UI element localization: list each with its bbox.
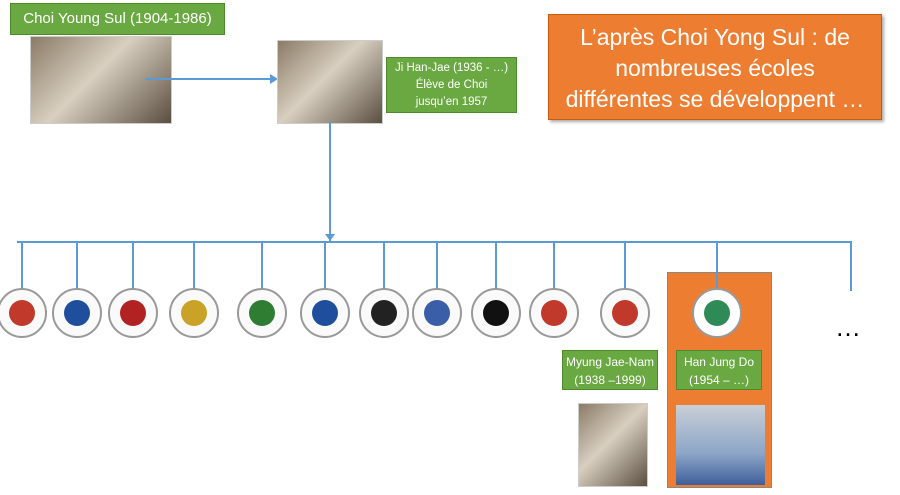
school-logo-icon (52, 288, 102, 338)
ellipsis: … (835, 312, 861, 342)
school-label-han: Han Jung Do (1954 – …) (676, 350, 762, 390)
school-logo-icon (600, 288, 650, 338)
school-logo-icon (169, 288, 219, 338)
trunk-arrow-icon (325, 234, 335, 241)
branch-line (17, 241, 851, 243)
branch-connector (21, 241, 23, 289)
student-name: Ji Han-Jae (1936 - …) (394, 62, 509, 74)
school-dates: (1954 – …) (688, 373, 750, 387)
school-logo-icon (108, 288, 158, 338)
school-logo-icon (0, 288, 47, 338)
arrow-line (145, 78, 273, 80)
school-logo-icon (300, 288, 350, 338)
founder-photo (30, 36, 172, 124)
founder-label: Choi Young Sul (1904-1986) (10, 3, 225, 35)
school-logo-icon (359, 288, 409, 338)
school-logo-icon (237, 288, 287, 338)
title-box: L’après Choi Yong Sul : de nombreuses éc… (548, 14, 882, 120)
school-name: Myung Jae-Nam (565, 355, 655, 369)
student-photo (277, 40, 383, 124)
school-logo-icon (471, 288, 521, 338)
student-label: Ji Han-Jae (1936 - …) Élève de Choi jusq… (386, 57, 517, 113)
branch-connector (261, 241, 263, 289)
school-logo-icon (412, 288, 462, 338)
school-name: Han Jung Do (683, 355, 755, 369)
branch-connector (383, 241, 385, 289)
branch-connector (193, 241, 195, 289)
school-logo-icon (692, 288, 742, 338)
school-label-myung: Myung Jae-Nam (1938 –1999) (562, 350, 658, 390)
branch-connector (324, 241, 326, 289)
student-until: jusqu’en 1957 (415, 96, 488, 108)
school-logo-icon (529, 288, 579, 338)
branch-connector (553, 241, 555, 289)
han-photo (676, 405, 765, 485)
branch-connector (76, 241, 78, 289)
myung-photo (578, 403, 648, 487)
branch-connector (436, 241, 438, 289)
branch-connector (624, 241, 626, 289)
student-note: Élève de Choi (415, 79, 488, 91)
branch-connector (495, 241, 497, 289)
arrow-head-icon (270, 74, 278, 84)
school-dates: (1938 –1999) (574, 373, 646, 387)
branch-connector (132, 241, 134, 289)
branch-connector (850, 241, 852, 291)
branch-connector (716, 241, 718, 289)
trunk-line (329, 122, 331, 241)
